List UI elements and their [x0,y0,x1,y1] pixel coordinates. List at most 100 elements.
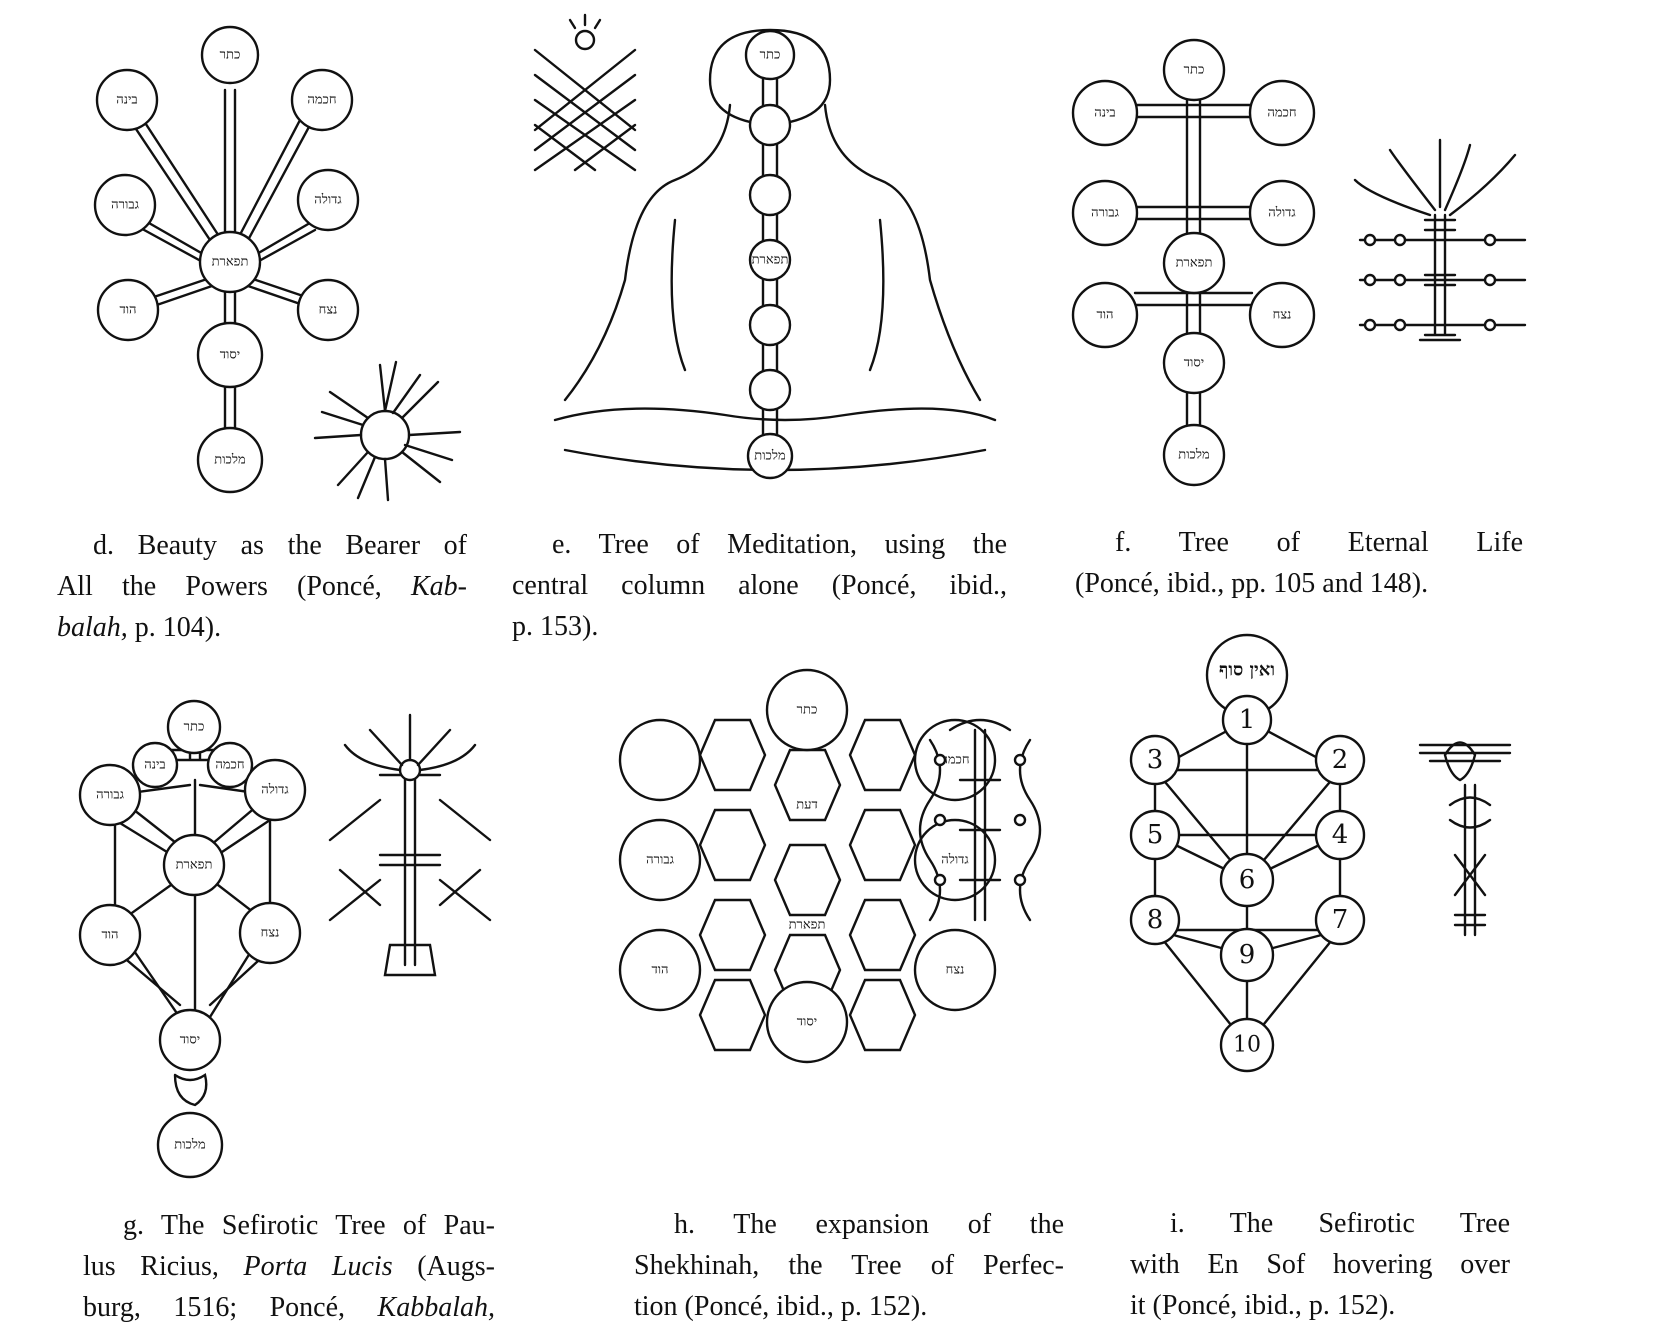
label-keter: כתר [797,703,818,718]
figure-f-diagram: כתר בינה חכמה גבורה גדולה תפארת הוד נצח … [1071,38,1527,487]
node-hod [78,903,142,967]
node-gevurah [93,173,157,237]
label-yesod: יסוד [797,1015,817,1030]
node-1 [1221,694,1273,746]
label-tiferet: תפארת [212,255,249,270]
node-gevurah [78,763,142,827]
label-keter: כתר [760,48,781,63]
node-8 [1129,894,1181,946]
label-netzah: נצח [261,926,280,941]
label-gevurah: גבורה [111,198,139,213]
label-10: 10 [1233,1033,1261,1058]
node-tiferet [1162,231,1226,295]
caption-g-line3-italic: Kabbalah, [377,1292,495,1323]
node-malkhut [156,1111,224,1179]
node-3 [1129,734,1181,786]
caption-e-line1: e. Tree of Meditation, using the [552,529,1007,560]
label-keter: כתר [1184,63,1205,78]
label-gevurah: גבורה [1091,206,1119,221]
label-netzah: נצח [1273,308,1292,323]
caption-g: g. The Sefirotic Tree of Pau- lus Ricius… [83,1205,495,1328]
branch-tree-emblem-icon [1353,138,1527,342]
label-hokhmah: חכמה [215,758,244,773]
label-keter: כתר [184,720,205,735]
label-hod: הוד [101,928,118,943]
label-malkhut: מלכות [754,449,786,464]
figure-e-diagram: כתר תפארת מלכות [533,13,997,480]
caption-h-line2: Shekhinah, the Tree of Perfec- [634,1250,1064,1281]
node-keter [1162,38,1226,102]
node-hod [618,928,702,1012]
caption-g-line2-italic: Porta Lucis [243,1251,393,1282]
caption-f: f. Tree of Eternal Life (Poncé, ibid., p… [1075,522,1523,604]
caption-d-line1: d. Beauty as the Bearer of [93,530,467,561]
caption-e-line2: central column alone (Poncé, ibid., [512,570,1007,601]
node-4 [1314,809,1366,861]
label-9: 9 [1239,940,1256,970]
label-center-upper: דעת [796,798,818,813]
caption-e: e. Tree of Meditation, using the central… [512,524,1007,647]
label-tiferet: תפארת [752,253,789,268]
label-netzah: נצח [946,963,965,978]
label-gedulah: גדולה [261,783,288,798]
sun-emblem-icon [313,360,462,502]
caption-e-line3: p. 153). [512,611,599,642]
lattice-emblem-icon [533,13,637,172]
label-en-sof: ואין סוף [1219,660,1275,681]
node-gevurah [618,818,702,902]
caption-d-line2: All the Powers (Poncé, Kab- [57,566,467,607]
figure-g-diagram: כתר בינה חכמה גבורה גדולה תפארת הוד נצח … [78,699,492,1179]
node-keter [744,29,796,81]
node-netzah [238,901,302,965]
caption-g-line3: burg, 1516; Poncé, Kabbalah, [83,1287,495,1328]
label-yesod: יסוד [180,1033,200,1048]
label-2: 2 [1332,745,1349,775]
node-daat [748,103,792,147]
node-7 [1314,894,1366,946]
label-gevurah: גבורה [646,853,674,868]
label-1: 1 [1239,705,1256,735]
caption-i-line3: it (Poncé, ibid., p. 152). [1130,1290,1396,1321]
caption-g-line2: lus Ricius, Porta Lucis (Augs- [83,1246,495,1287]
node-gedulah [296,168,360,232]
label-malkhut: מלכות [174,1138,206,1153]
vine-tree-emblem-icon [918,718,1042,922]
node-hokhmah [1248,79,1316,147]
node-hokhmah [206,741,254,789]
label-tiferet: תפארת [789,918,826,933]
node-6 [1219,852,1275,908]
node-hod [96,278,160,342]
node-binah [95,68,159,132]
label-8: 8 [1147,905,1164,935]
label-hod: הוד [651,963,668,978]
node-binah [131,741,179,789]
label-hokhmah: חכמה [307,93,336,108]
label-7: 7 [1332,905,1349,935]
node-netzah [296,278,360,342]
meditating-figure-icon [553,28,997,472]
caption-g-line2a: lus Ricius, [83,1251,244,1282]
label-gedulah: גדולה [314,193,341,208]
label-3: 3 [1147,745,1164,775]
figure-i-diagram: ואין סוף 1 2 3 4 5 6 7 8 9 10 [1129,633,1512,1073]
caption-h: h. The expansion of the Shekhinah, the T… [634,1204,1064,1327]
node-hod [1071,281,1139,349]
figure-d-diagram: כתר בינה חכמה גבורה גדולה תפארת הוד נצח … [93,25,462,502]
label-gedulah: גדולה [941,853,968,868]
node-keter [765,668,849,752]
node-netzah [1248,281,1316,349]
node-tiferet [198,230,262,294]
label-gedulah: גדולה [1268,206,1295,221]
label-4: 4 [1332,820,1349,850]
node-malkhut [746,432,794,480]
node-gedulah [243,758,307,822]
caption-h-line1: h. The expansion of the [674,1209,1064,1240]
node-gevurah [748,173,792,217]
label-hokhmah: חכמה [1267,106,1296,121]
label-netzah: נצח [319,303,338,318]
node-keter [200,25,260,85]
node-yesod [158,1008,222,1072]
node-tiferet [748,238,792,282]
node-tiferet [162,833,226,897]
node-yesod [748,303,792,347]
